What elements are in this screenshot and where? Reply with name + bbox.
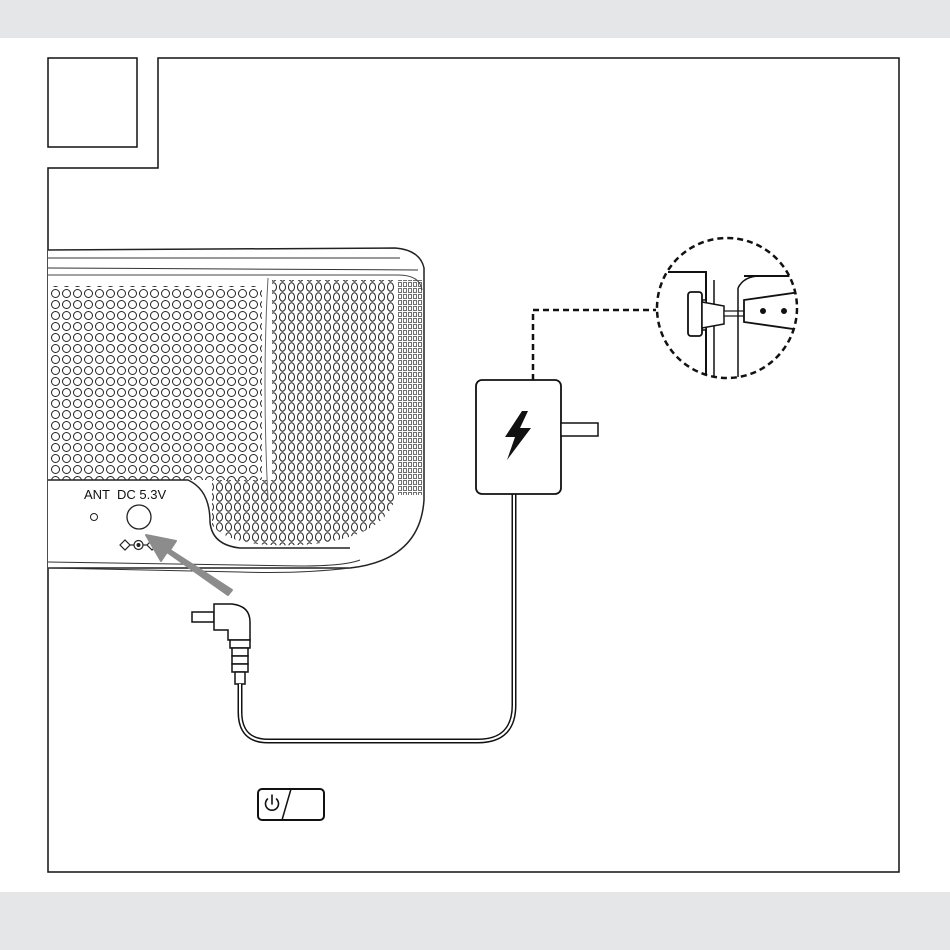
dc-plug	[192, 604, 250, 684]
dashed-callout-line	[533, 310, 656, 380]
front-grille	[50, 286, 262, 482]
antenna-label: ANT	[84, 487, 110, 502]
far-grille	[398, 280, 422, 495]
step-number-box	[48, 58, 137, 147]
dc-input-label: DC 5.3V	[117, 487, 166, 502]
power-adapter	[476, 380, 598, 494]
dc-power-jack	[127, 505, 151, 529]
speaker-device: ANT DC 5.3V	[48, 248, 424, 573]
power-button	[258, 789, 324, 820]
wall-outlet-detail	[650, 230, 810, 390]
